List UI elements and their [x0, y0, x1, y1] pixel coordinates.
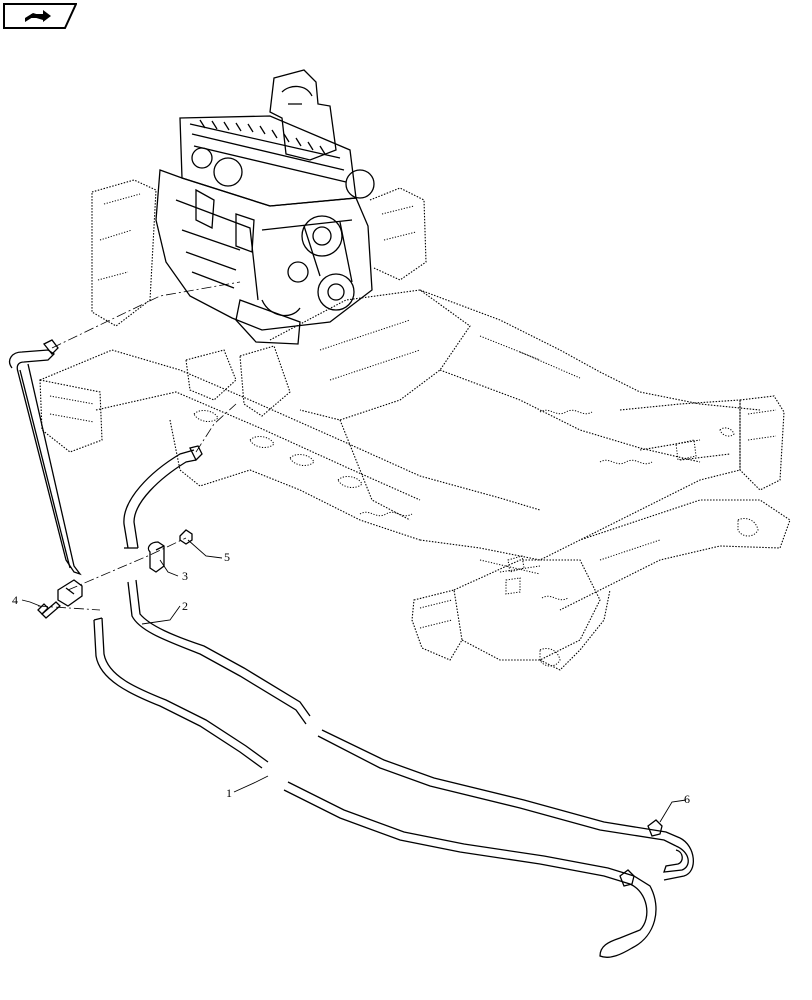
part-4-bolt [37, 579, 83, 619]
part-6-fitting [619, 819, 663, 887]
callout-3: 3 [182, 569, 188, 583]
hose-2 [127, 579, 694, 881]
hose-upper-middle [123, 445, 203, 549]
hose-1 [93, 617, 657, 958]
book-arrow-icon [3, 3, 78, 29]
callout-2: 2 [182, 599, 188, 613]
chassis-frame [39, 179, 791, 671]
callout-1: 1 [226, 786, 232, 800]
engine [155, 69, 375, 345]
part-5-nut [179, 529, 193, 545]
nav-badge[interactable] [3, 3, 78, 29]
hose-left-upper [8, 339, 82, 576]
callout-6: 6 [684, 792, 690, 806]
callout-5: 5 [224, 550, 230, 564]
part-3-clamp [147, 541, 165, 573]
callout-4: 4 [12, 593, 18, 607]
callout-leaders [21, 539, 687, 823]
center-lines [37, 281, 241, 611]
